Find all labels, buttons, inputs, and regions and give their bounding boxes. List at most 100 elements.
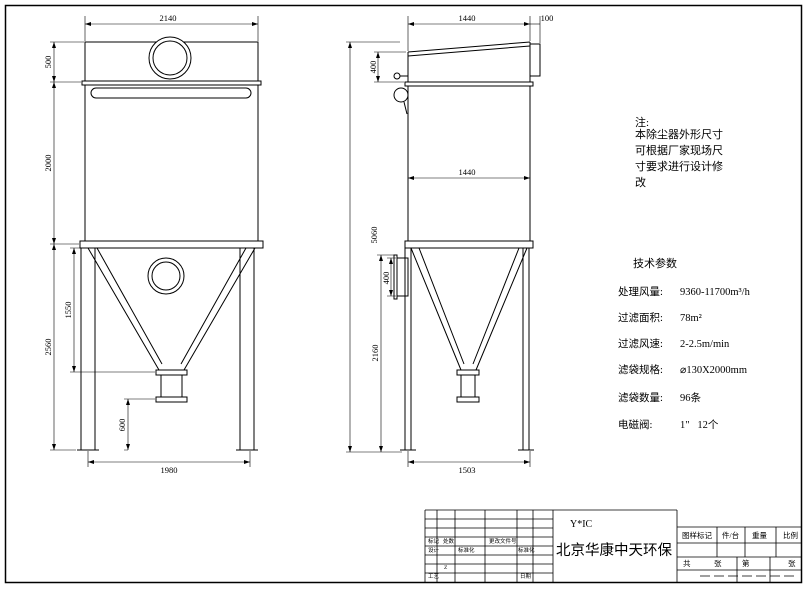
spec-value: 9360-11700m³/h [680, 287, 751, 298]
side-leg-right [518, 248, 534, 451]
front-view [77, 36, 264, 451]
side-inlet-flange [393, 254, 398, 300]
side-outlet-top-flange [456, 369, 480, 376]
grid-label: 设计 [428, 546, 440, 554]
front-leg-left [77, 248, 99, 451]
side-mid-flange [404, 240, 534, 249]
specs-title: 技术参数 [633, 256, 677, 270]
front-outlet-pipe [155, 369, 188, 403]
title-block-right-grid [677, 527, 802, 583]
front-hopper [87, 247, 256, 371]
front-outlet-circle [148, 36, 192, 80]
spec-label: 过滤面积: [618, 311, 663, 324]
sheet-total-label: 共 [683, 559, 691, 568]
header-drawing-mark: 图样标记 [682, 530, 712, 540]
side-view [393, 41, 541, 451]
front-outlet-bottom-flange [155, 396, 188, 403]
grid-label: Z [444, 565, 448, 571]
grid-label: 日期 [520, 573, 532, 580]
side-roof [407, 41, 531, 57]
header-scale: 比例 [783, 530, 798, 540]
dim-front-body-height: 2000 [43, 155, 53, 172]
front-upper-flange [81, 80, 262, 86]
side-hopper [410, 247, 528, 371]
spec-value: 2-2.5m/min [680, 339, 730, 350]
side-fitting-small-circle [393, 72, 401, 80]
side-outlet-pipe-body [460, 374, 476, 398]
grid-label: 更改文件号 [489, 537, 517, 545]
front-body [84, 84, 259, 242]
front-outlet-pipe-body [160, 374, 183, 398]
side-outlet-pipe [456, 369, 480, 403]
company-name: 北京华康中天环保 [556, 542, 672, 559]
drawing-frame [4, 4, 803, 584]
dim-front-upper-height: 500 [43, 56, 53, 69]
header-weight: 重量 [752, 531, 767, 540]
side-inlet [393, 254, 409, 300]
side-leg-left [400, 248, 416, 451]
front-outlet-circle-inner [152, 40, 188, 76]
spec-label: 处理风量: [618, 286, 663, 298]
spec-value: 78m² [680, 313, 702, 324]
notes-line: 改 [635, 175, 646, 189]
title-block-outline [424, 509, 802, 583]
dim-front-outlet-height: 600 [117, 419, 127, 432]
front-dimensions: 2140 500 2000 2560 1550 600 1980 [43, 13, 259, 475]
spec-value: 1" 12个 [680, 419, 719, 431]
front-inlet-circle-inner [151, 261, 181, 291]
technical-specs: 技术参数 处理风量: 9360-11700m³/h 过滤面积: 78m² 过滤风… [618, 256, 751, 431]
sheet-number-label: 第 [742, 558, 750, 568]
front-outlet-top-flange [155, 369, 188, 376]
dim-side-upper-height: 400 [368, 61, 378, 74]
spec-label: 滤袋数量: [618, 391, 663, 404]
notes-title: 注: [635, 115, 649, 129]
side-outlet-flange [529, 43, 541, 77]
front-slot [90, 87, 252, 99]
notes-line: 本除尘器外形尺寸 [635, 127, 723, 141]
title-block-left-grid [425, 510, 553, 583]
front-outlet-circle-outer [148, 36, 192, 80]
grid-label: 处数 [443, 537, 455, 545]
front-inlet-circle-outer [147, 257, 185, 295]
side-inlet-duct [396, 257, 409, 297]
front-mid-flange [79, 240, 264, 249]
front-leg-right [236, 248, 258, 451]
title-block: 标记 处数 更改文件号 设计 标准化 标准化 Z 工艺 日期 Y*IC 北京华康… [424, 509, 802, 583]
grid-label: 工艺 [428, 573, 440, 580]
dim-side-inlet-height: 400 [381, 272, 391, 285]
spec-value: ⌀130X2000mm [680, 365, 747, 376]
dim-side-top-width: 1440 [459, 13, 476, 23]
grid-label: 标准化 [518, 546, 535, 554]
drawing-code: Y*IC [570, 519, 593, 530]
side-fitting-large-circle [393, 87, 409, 103]
dim-front-leg-span: 1980 [161, 465, 178, 475]
grid-label: 标记 [428, 537, 440, 545]
side-upper-flange [404, 81, 534, 87]
spec-label: 滤袋规格: [618, 363, 663, 376]
dim-front-hopper-height: 1550 [63, 302, 73, 319]
sheet-total-unit: 张 [714, 559, 722, 568]
dim-side-lower-height: 2160 [370, 345, 380, 362]
sheet-number-unit: 张 [788, 559, 796, 568]
header-quantity: 件/台 [722, 530, 739, 540]
dim-side-body-width: 1440 [459, 167, 476, 177]
grid-label: 标准化 [458, 546, 475, 554]
dim-side-total-height: 5060 [369, 227, 379, 244]
side-body [407, 85, 531, 242]
dim-front-support-height: 2560 [43, 339, 53, 356]
spec-value: 96条 [680, 391, 702, 404]
side-dimensions: 1440 100 400 1440 5060 400 2160 1503 [346, 13, 553, 475]
dim-side-leg-span: 1503 [459, 465, 476, 475]
spec-label: 过滤风速: [618, 337, 663, 350]
side-fittings [393, 72, 409, 115]
notes: 注: 本除尘器外形尺寸 可根据厂家现场尺 寸要求进行设计修 改 [635, 115, 723, 189]
dim-side-outlet-depth: 100 [541, 13, 554, 23]
notes-line: 可根据厂家现场尺 [635, 143, 723, 157]
dim-front-top-width: 2140 [160, 13, 177, 23]
front-inlet-circle [147, 257, 185, 295]
notes-line: 寸要求进行设计修 [635, 159, 723, 173]
spec-label: 电磁阀: [618, 418, 652, 431]
side-fitting-pipe [400, 75, 408, 115]
side-outlet-bottom-flange [456, 396, 480, 403]
